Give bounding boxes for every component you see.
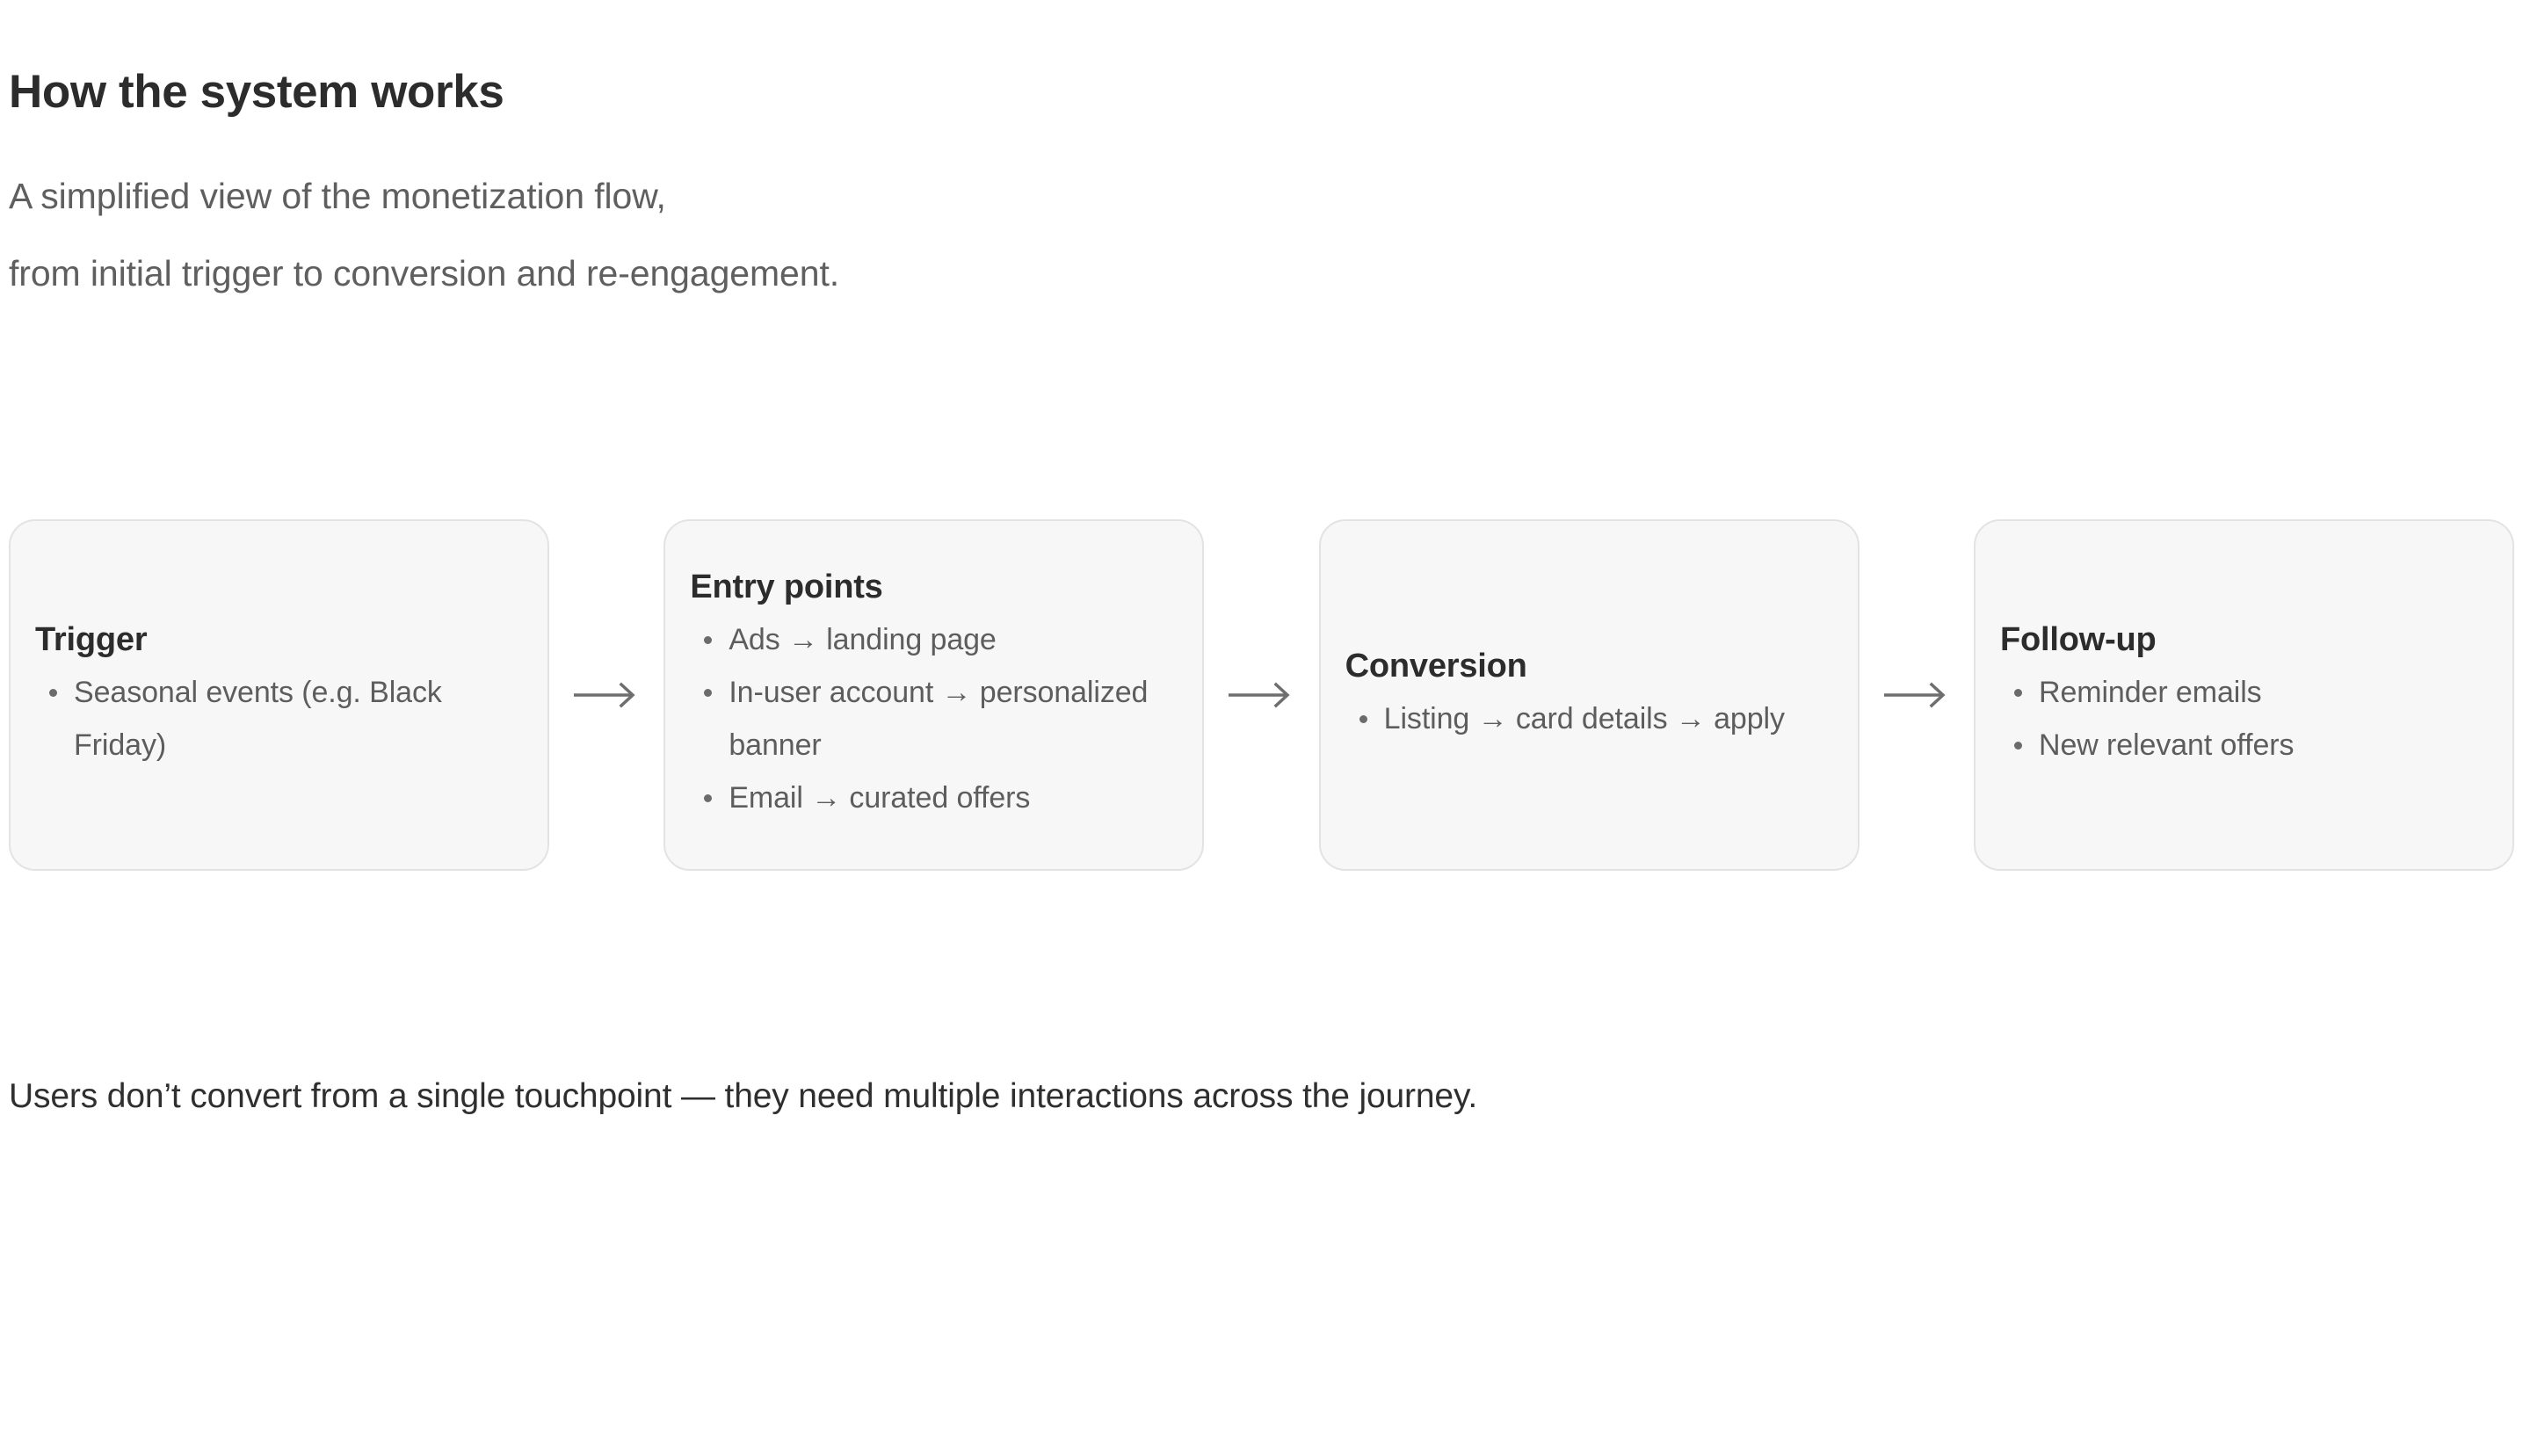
list-item: Seasonal events (e.g. Black Friday) [49, 666, 516, 771]
list-item: New relevant offers [2013, 719, 2481, 771]
list-item: Ads → landing page [704, 613, 1171, 666]
flow-card-title: Entry points [690, 569, 883, 605]
arrow-right-icon [1883, 682, 1946, 708]
page-subtitle-line-2: from initial trigger to conversion and r… [9, 253, 840, 293]
flow-card-trigger[interactable]: Trigger Seasonal events (e.g. Black Frid… [9, 519, 549, 871]
arrow-right-icon [1229, 682, 1291, 708]
flow-card-list: Listing → card details → apply [1345, 692, 1826, 745]
flow-card-list: Reminder emails New relevant offers [2000, 666, 2481, 771]
flow-diagram: Trigger Seasonal events (e.g. Black Frid… [9, 519, 2514, 871]
flow-card-list: Seasonal events (e.g. Black Friday) [35, 666, 516, 771]
header: How the system works A simplified view o… [9, 65, 2118, 312]
page-subtitle-line-1: A simplified view of the monetization fl… [9, 176, 666, 216]
list-item: In-user account → personalized banner [704, 666, 1171, 771]
flow-card-title: Follow-up [1999, 621, 2157, 658]
footer: Users don’t convert from a single touchp… [9, 1074, 2294, 1119]
flow-card-follow-up[interactable]: Follow-up Reminder emails New relevant o… [1973, 519, 2514, 871]
flow-connector-1 [549, 519, 663, 871]
flow-card-title: Conversion [1345, 648, 1527, 685]
page-title: How the system works [9, 66, 504, 118]
list-item: Email → curated offers [704, 771, 1171, 824]
flow-card-title: Trigger [35, 621, 148, 658]
flow-connector-2 [1204, 519, 1318, 871]
footer-note: Users don’t convert from a single touchp… [9, 1077, 1478, 1115]
flow-connector-3 [1860, 519, 1974, 871]
list-item: Reminder emails [2013, 666, 2481, 719]
page-subtitle: A simplified view of the monetization fl… [9, 120, 2118, 312]
list-item: Listing → card details → apply [1359, 692, 1826, 745]
flow-card-entry-points[interactable]: Entry points Ads → landing page In-user … [663, 519, 1205, 871]
flow-card-list: Ads → landing page In-user account → per… [690, 613, 1171, 824]
flow-card-conversion[interactable]: Conversion Listing → card details → appl… [1318, 519, 1860, 871]
arrow-right-icon [574, 682, 635, 708]
